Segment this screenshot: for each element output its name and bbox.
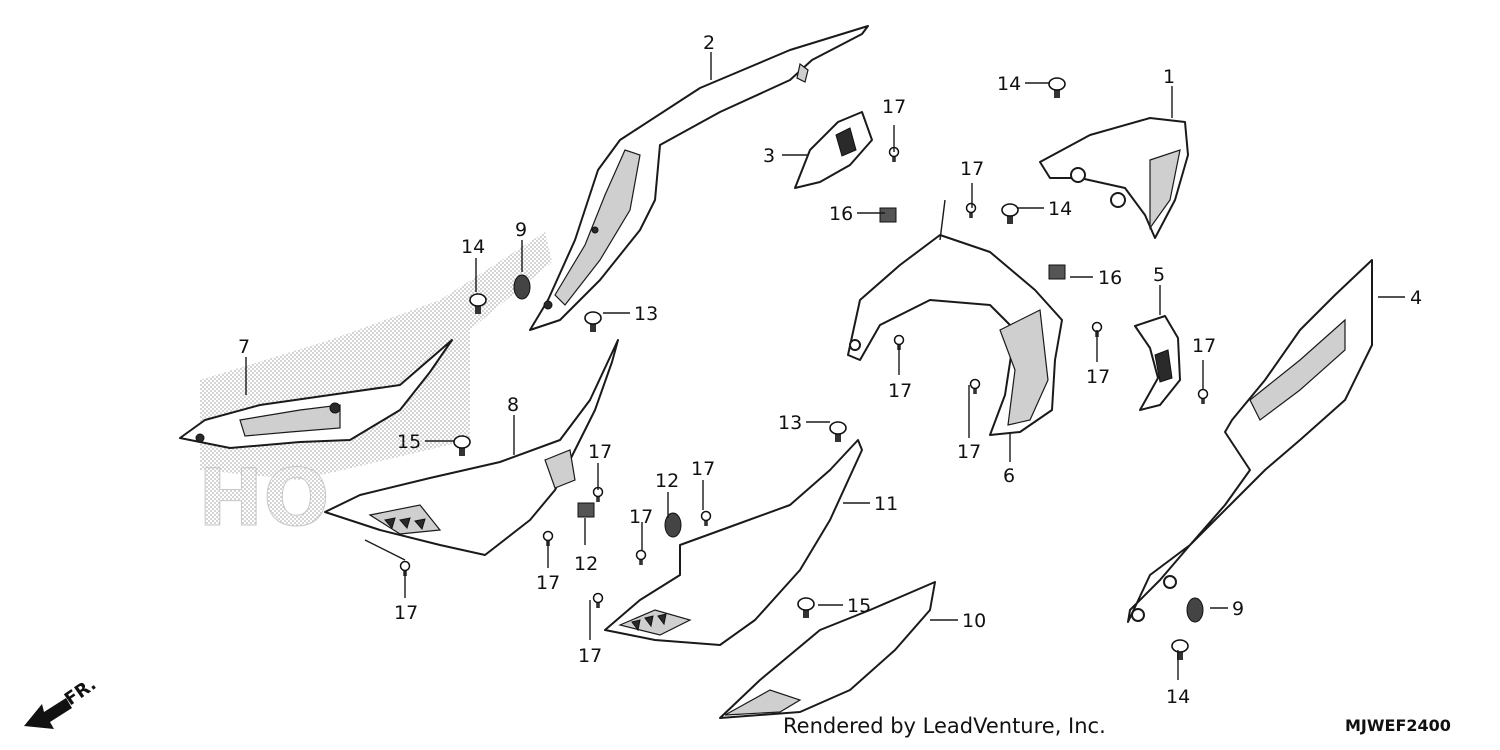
part-5-bracket: [1134, 315, 1181, 411]
grommet-icon: [1186, 597, 1204, 623]
bolt-icon: [453, 435, 471, 456]
callout-2: 2: [703, 32, 715, 54]
bolt-icon: [797, 597, 815, 618]
callout-6: 6: [1003, 465, 1015, 487]
callout-9-upper: 9: [515, 219, 527, 241]
grommet-icon: [664, 512, 682, 538]
bolt-icon: [584, 311, 602, 332]
clip-nut-icon: [577, 502, 595, 518]
leader-lines: [245, 52, 1405, 680]
callout-17-k: 17: [691, 458, 715, 480]
screw-icon: [592, 592, 604, 608]
screw-icon: [965, 202, 977, 218]
callout-10: 10: [962, 610, 986, 632]
render-credit: Rendered by LeadVenture, Inc.: [783, 714, 1106, 738]
callout-14-top: 14: [997, 73, 1021, 95]
callout-labels: 1 2 3 4 5 6 7 8 9 9 10 11 12 12 13 13 14…: [238, 32, 1422, 708]
bolt-icon: [829, 421, 847, 442]
screw-icon: [1197, 388, 1209, 404]
callout-7: 7: [238, 336, 250, 358]
callout-14-mid: 14: [1048, 198, 1072, 220]
part-10-lower-panel: [719, 581, 936, 719]
callout-14-bottom: 14: [1166, 686, 1190, 708]
callout-14-left: 14: [461, 236, 485, 258]
part-4-side-cowl: [1127, 259, 1373, 623]
callout-13-lower: 13: [778, 412, 802, 434]
screw-icon: [635, 549, 647, 565]
part-8-side-cover: [324, 339, 619, 556]
fasteners: [399, 77, 1209, 660]
callout-4: 4: [1410, 287, 1422, 309]
callout-5: 5: [1153, 264, 1165, 286]
clip-nut-icon: [879, 207, 897, 223]
part-11-lower-cover: [604, 439, 863, 646]
screw-icon: [700, 510, 712, 526]
callout-16-right: 16: [1098, 267, 1122, 289]
callout-3: 3: [763, 145, 775, 167]
part-7-panel: [179, 339, 453, 449]
callout-17-f: 17: [1192, 335, 1216, 357]
callout-17-e: 17: [1086, 366, 1110, 388]
callout-11: 11: [874, 493, 898, 515]
callout-17-g: 17: [588, 441, 612, 463]
callout-17-j: 17: [629, 506, 653, 528]
callout-17-l: 17: [578, 645, 602, 667]
callout-12-lower: 12: [574, 553, 598, 575]
callout-15-left: 15: [397, 431, 421, 453]
callout-1: 1: [1163, 66, 1175, 88]
bolt-icon: [1171, 639, 1189, 660]
screw-icon: [969, 378, 981, 394]
callout-13-upper: 13: [634, 303, 658, 325]
callout-12-upper: 12: [655, 470, 679, 492]
clip-nut-icon: [1048, 264, 1066, 280]
callout-16-left: 16: [829, 203, 853, 225]
ghost-text: HO: [198, 454, 330, 544]
part-3-bracket: [794, 111, 873, 189]
part-2-rail: [529, 25, 869, 331]
callout-15-right: 15: [847, 595, 871, 617]
callout-8: 8: [507, 394, 519, 416]
callout-17-a: 17: [882, 96, 906, 118]
bolt-icon: [1001, 203, 1019, 224]
callout-17-i: 17: [394, 602, 418, 624]
arrow-icon: [24, 698, 72, 729]
part-6-center-frame: [847, 234, 1063, 436]
front-direction-arrow: FR.: [24, 674, 100, 729]
callout-17-d: 17: [957, 441, 981, 463]
callout-17-h: 17: [536, 572, 560, 594]
callout-17-c: 17: [888, 380, 912, 402]
diagram-code: MJWEF2400: [1345, 716, 1451, 735]
bolt-icon: [469, 293, 487, 314]
bolt-icon: [1048, 77, 1066, 98]
callout-9-lower: 9: [1232, 598, 1244, 620]
grommet-icon: [513, 274, 531, 300]
callout-17-b: 17: [960, 158, 984, 180]
part-1-rear-cowl: [1039, 117, 1189, 239]
